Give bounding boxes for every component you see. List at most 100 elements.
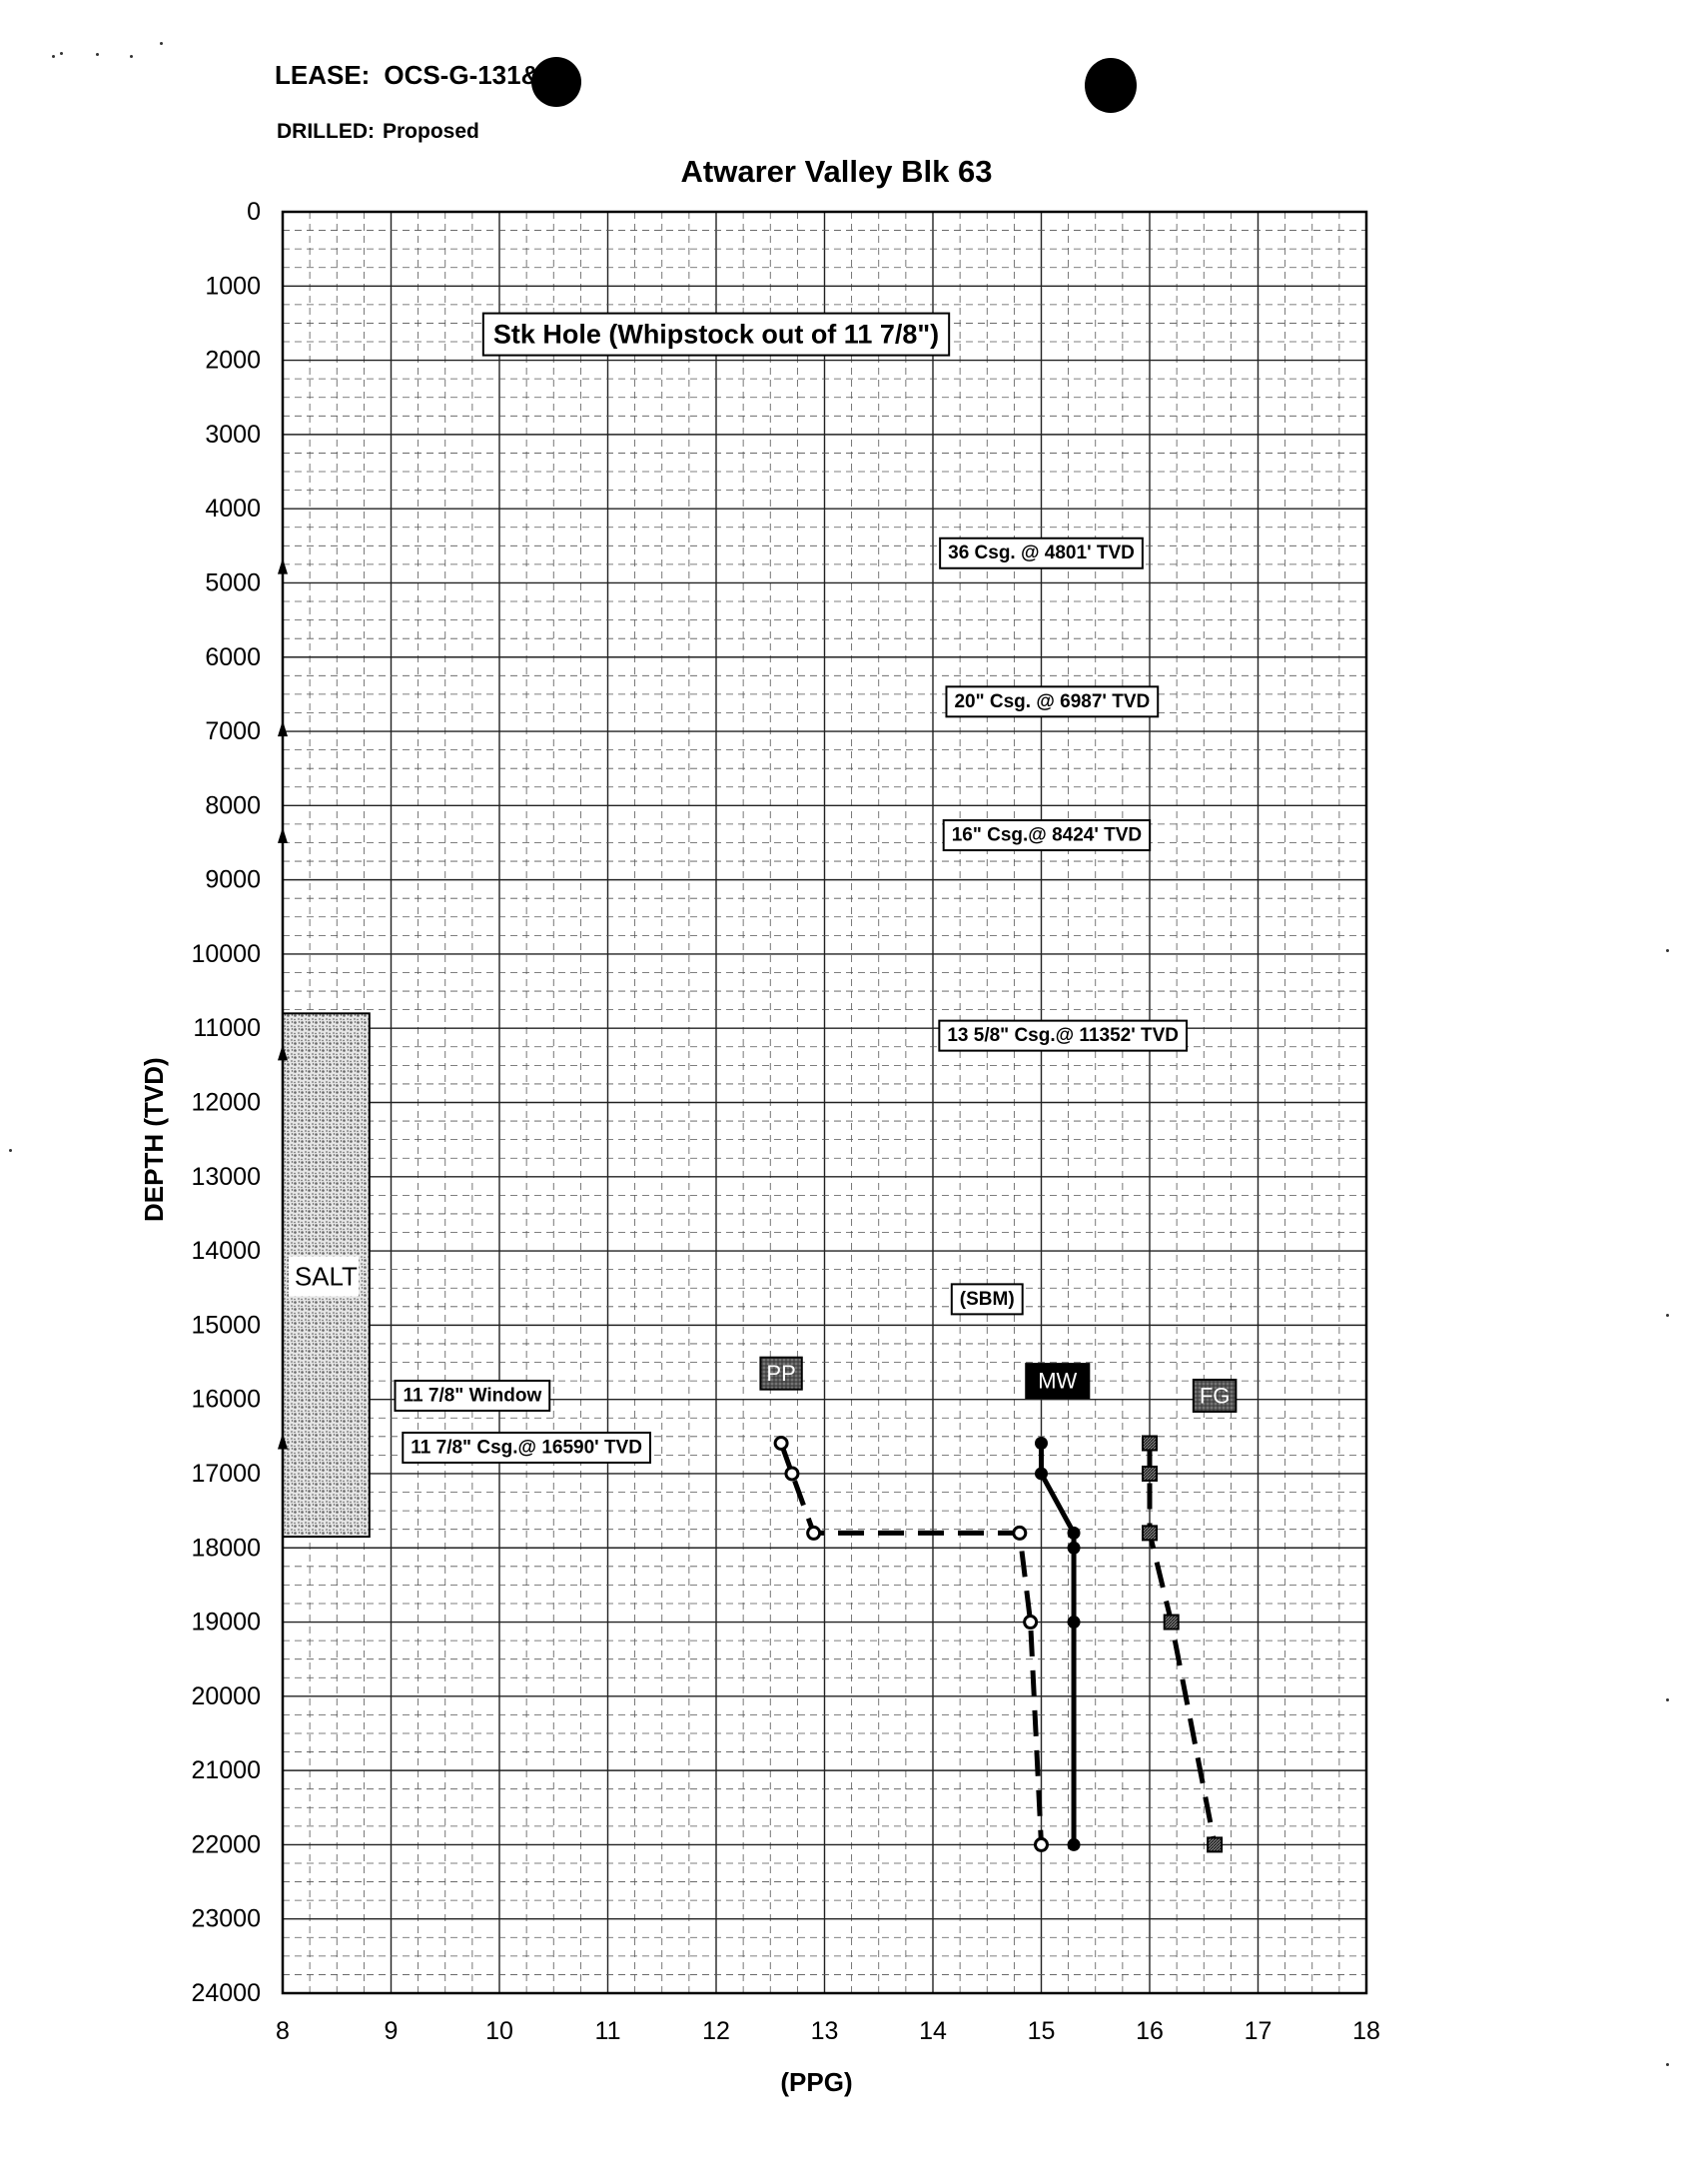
y-tick-label: 15000 (191, 1311, 261, 1339)
y-tick-label: 21000 (191, 1756, 261, 1784)
scan-speck (60, 52, 63, 55)
y-tick-label: 14000 (191, 1237, 261, 1265)
scan-speck (1666, 2063, 1669, 2066)
data-point-mw (1067, 1526, 1081, 1540)
annotation-box (759, 1356, 803, 1391)
casing-shoe-marker (278, 1044, 288, 1061)
data-point-pp (1023, 1615, 1039, 1631)
annotation-box (938, 1019, 1189, 1052)
annotation-box (394, 1379, 551, 1412)
annotation-box (1025, 1363, 1091, 1400)
drilled-value: Proposed (383, 120, 479, 143)
casing-shoe-marker (278, 826, 288, 843)
x-tick-label: 15 (1028, 2017, 1056, 2045)
data-point-fg (1142, 1465, 1158, 1482)
y-tick-label: 1000 (205, 272, 261, 300)
y-tick-label: 8000 (205, 791, 261, 819)
scan-speck (96, 53, 99, 56)
y-tick-label: 0 (247, 198, 261, 226)
data-point-mw (1067, 1837, 1081, 1851)
annotation-label: 11 7/8" Window (404, 1385, 542, 1406)
redaction-mark (531, 57, 581, 107)
annotation-layer: Stk Hole (Whipstock out of 11 7/8") 36 Cs… (394, 312, 1238, 1464)
data-point-pp (806, 1525, 822, 1541)
annotation-label: FG (1200, 1383, 1231, 1408)
y-tick-label: 3000 (205, 421, 261, 449)
y-tick-label: 11000 (193, 1014, 261, 1042)
annotation-label: 11 7/8" Csg.@ 16590' TVD (411, 1437, 642, 1458)
annotation-label: 20" Csg. @ 6987' TVD (954, 691, 1150, 712)
data-point-fg (1163, 1614, 1180, 1631)
x-tick-label: 18 (1352, 2017, 1380, 2045)
redaction-dot (1085, 58, 1137, 113)
x-tick-label: 8 (276, 2017, 290, 2045)
x-tick-label: 9 (385, 2017, 399, 2045)
x-axis-title: (PPG) (780, 2067, 852, 2097)
y-tick-label: 24000 (191, 1979, 261, 2007)
annotation-box (1192, 1378, 1238, 1413)
annotation-label: 13 5/8" Csg.@ 11352' TVD (947, 1025, 1179, 1046)
lease-line: LEASE:OCS-G-131& (275, 60, 539, 91)
data-point-fg (1207, 1836, 1224, 1853)
y-tick-label: 22000 (191, 1830, 261, 1858)
x-tick-label: 13 (811, 2017, 839, 2045)
x-tick-label: 17 (1245, 2017, 1272, 2045)
y-axis-title: DEPTH (TVD) (139, 1057, 169, 1222)
x-tick-label: 10 (485, 2017, 513, 2045)
scan-speck (160, 42, 163, 45)
plot-border (281, 210, 1368, 1995)
casing-markers (278, 557, 288, 1450)
salt-zone: SALT (282, 1012, 371, 1539)
y-tick-label: 17000 (191, 1460, 261, 1488)
y-tick-label: 18000 (191, 1534, 261, 1562)
casing-shoe-marker (278, 720, 288, 737)
data-point-mw (1067, 1616, 1081, 1630)
y-tick-label: 9000 (205, 866, 261, 894)
annotation-box (942, 819, 1152, 852)
series-layer (773, 1435, 1224, 1853)
y-tick-label: 20000 (191, 1682, 261, 1710)
chart-grid (282, 211, 1367, 1994)
y-tick-label: 5000 (205, 568, 261, 596)
scan-speck (1666, 1698, 1669, 1701)
y-tick-label: 7000 (205, 717, 261, 745)
x-tick-label: 14 (919, 2017, 947, 2045)
annotation-label: PP (766, 1361, 795, 1386)
salt-label: SALT (295, 1261, 358, 1291)
annotation-label: 36 Csg. @ 4801' TVD (948, 543, 1135, 563)
annotation-label: MW (1038, 1369, 1077, 1394)
axis-labels: 0100020003000400050006000700080009000100… (139, 154, 1380, 2097)
lease-value: OCS-G-131 (384, 60, 521, 90)
annotation-label: Stk Hole (Whipstock out of 11 7/8") (493, 320, 939, 350)
annotation-label: (SBM) (960, 1289, 1015, 1310)
x-tick-label: 12 (702, 2017, 730, 2045)
data-point-fg (1142, 1435, 1158, 1452)
annotation-box (945, 685, 1160, 718)
data-point-fg (1142, 1525, 1158, 1542)
data-point-mw (1035, 1467, 1048, 1481)
x-tick-label: 16 (1136, 2017, 1164, 2045)
lease-label: LEASE: (275, 60, 371, 90)
annotation-box (402, 1431, 651, 1464)
casing-shoe-marker (278, 1433, 288, 1450)
data-point-pp (1012, 1525, 1028, 1541)
y-tick-label: 10000 (191, 940, 261, 968)
y-tick-label: 13000 (191, 1163, 261, 1191)
scan-speck (52, 55, 55, 58)
annotation-box (481, 312, 951, 357)
chart-title: Atwarer Valley Blk 63 (681, 154, 993, 189)
scan-speck (1666, 1314, 1669, 1317)
data-point-pp (1034, 1836, 1049, 1852)
data-point-pp (773, 1435, 789, 1451)
y-tick-label: 2000 (205, 347, 261, 375)
annotation-box (939, 537, 1144, 569)
scan-speck (1666, 949, 1669, 952)
x-tick-label: 11 (595, 2017, 621, 2045)
data-point-mw (1035, 1436, 1048, 1450)
salt-label-bg (289, 1256, 359, 1297)
data-point-pp (784, 1466, 800, 1482)
scan-speck (130, 55, 133, 58)
series-line-pp (778, 1442, 1044, 1845)
y-tick-label: 4000 (205, 495, 261, 523)
